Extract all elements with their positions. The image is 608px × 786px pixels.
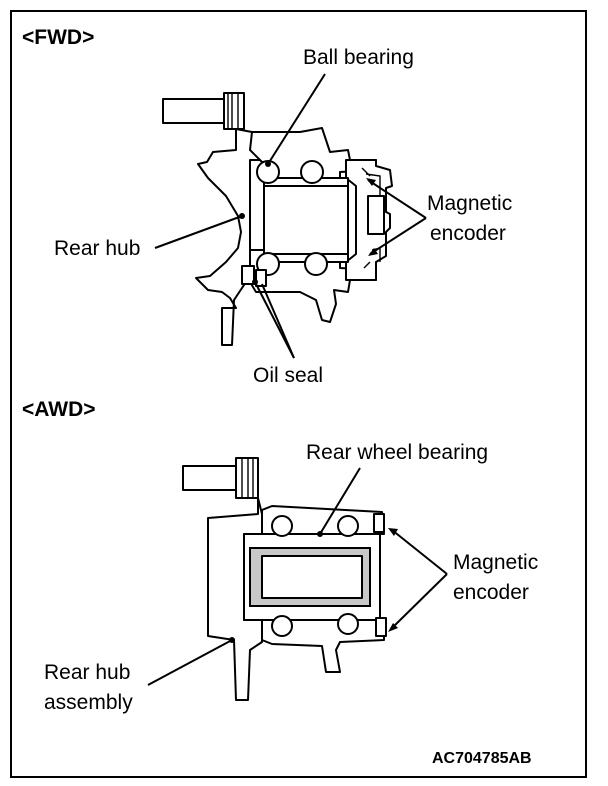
fwd-encoder-leader-upper <box>367 179 427 219</box>
fwd-ball-upper-right <box>300 160 324 184</box>
fwd-ball-lower-right <box>304 252 328 276</box>
awd-encoder-leader-upper <box>391 529 448 575</box>
fwd-rear-hub-label: Rear hub <box>54 237 141 260</box>
fwd-magnetic-encoder-label-line1: Magnetic <box>427 192 513 215</box>
awd-magnetic-encoder-label-line2: encoder <box>453 581 529 604</box>
fwd-ball-bearing-label: Ball bearing <box>303 46 414 69</box>
fwd-leader-lines <box>154 73 427 359</box>
awd-rear-hub-assembly-label-line2: assembly <box>44 691 133 714</box>
fwd-ball-bearing-leader <box>267 73 326 165</box>
awd-ball-upper-right <box>337 515 359 537</box>
fwd-oil-seal-label: Oil seal <box>253 364 324 387</box>
fwd-rear-hub-drawing <box>162 92 393 346</box>
awd-rear-hub-assembly-leader <box>147 639 233 686</box>
fwd-oil-seal-leader-right <box>261 283 295 359</box>
figure-code: AC704785AB <box>432 750 532 767</box>
awd-magnetic-encoder-label-line1: Magnetic <box>453 551 539 574</box>
awd-ball-lower-right <box>337 613 359 635</box>
fwd-oil-seal-right <box>255 269 267 287</box>
awd-ball-upper-left <box>271 515 293 537</box>
fwd-encoder-ring <box>367 195 385 235</box>
awd-encoder-leader-lower <box>391 573 448 629</box>
awd-rear-hub-assembly-label-line1: Rear hub <box>44 661 131 684</box>
awd-ball-lower-left <box>271 615 293 637</box>
awd-bore-inner <box>261 555 363 599</box>
fwd-section-title: <FWD> <box>22 26 95 49</box>
awd-leader-lines <box>147 467 448 686</box>
fwd-hub-body <box>195 128 265 346</box>
fwd-rear-hub-leader <box>154 215 243 249</box>
awd-encoder-lower <box>375 617 387 637</box>
awd-rear-wheel-bearing-leader <box>319 467 361 535</box>
figure-frame <box>10 10 587 778</box>
awd-rear-wheel-bearing-label: Rear wheel bearing <box>306 441 489 464</box>
fwd-magnetic-encoder-label-line2: encoder <box>430 222 506 245</box>
awd-section-title: <AWD> <box>22 398 96 421</box>
awd-encoder-upper <box>373 513 385 533</box>
awd-rear-hub-drawing <box>182 457 387 701</box>
fwd-inner-race <box>263 177 349 263</box>
fwd-oil-seal-left <box>241 265 255 285</box>
fwd-encoder-leader-lower <box>369 217 427 255</box>
fwd-wheel-stud <box>162 92 245 130</box>
awd-wheel-stud <box>182 457 259 499</box>
